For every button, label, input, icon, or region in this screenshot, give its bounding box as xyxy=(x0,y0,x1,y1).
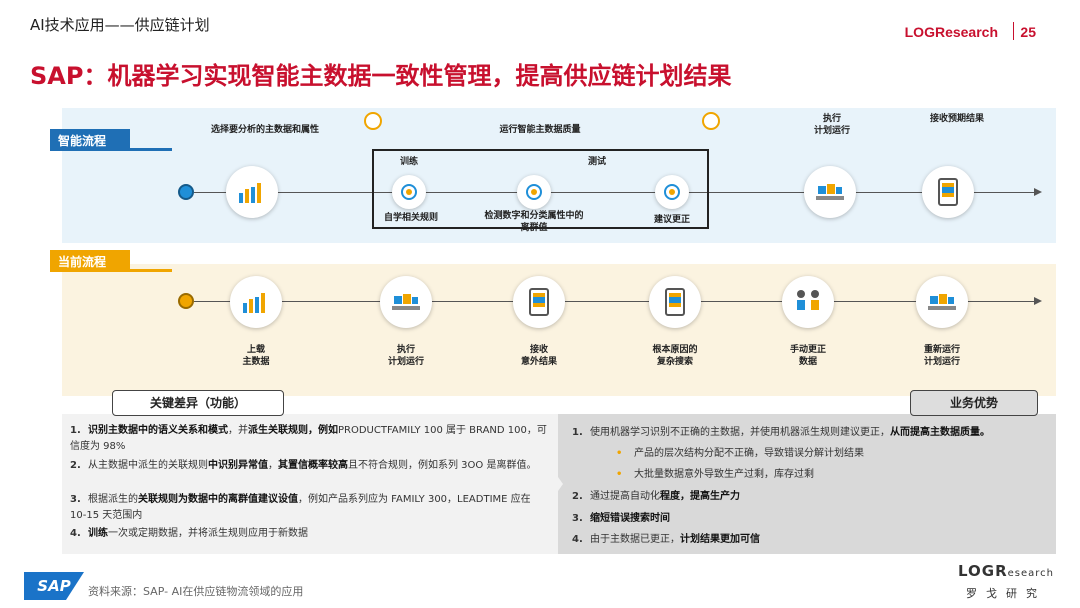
smart-flow-tag-underline xyxy=(50,148,172,151)
current-step-5-label: 手动更正 数据 xyxy=(789,345,826,367)
tablet-icon xyxy=(922,166,974,218)
current-flow-arrow xyxy=(1034,297,1042,305)
difference-item-1: 1.识别主数据中的语义关系和模式，并派生关联规则，例如PRODUCTFAMILY… xyxy=(70,425,547,452)
smart-flow-arrow xyxy=(1034,188,1042,196)
advantage-item-4: 4.由于主数据已更正，计划结果更加可信 xyxy=(572,534,760,545)
difference-item-3: 3.根据派生的关联规则为数据中的离群值建议设值，例如产品系列应为 FAMILY … xyxy=(70,494,531,521)
current-step-1-label: 上载 主数据 xyxy=(242,345,270,367)
gear-icon xyxy=(702,112,720,130)
brand-logo-text: LOGResearch xyxy=(904,24,998,40)
gear-icon xyxy=(364,112,382,130)
smart-flow-band xyxy=(62,108,1056,243)
ai-brain-icon xyxy=(655,175,689,209)
difference-item-2: 2.从主数据中派生的关联规则中识别异常值，其置信概率较高且不符合规则，例如系列 … xyxy=(70,460,537,471)
current-flow-line xyxy=(194,301,1034,302)
smart-start-dot xyxy=(178,184,194,200)
page-title: SAP：机器学习实现智能主数据一致性管理，提高供应链计划结果 xyxy=(30,62,732,90)
differences-panel xyxy=(62,414,558,554)
advantage-subitem-1: •产品的层次结构分配不正确，导致错误分解计划结果 xyxy=(616,448,864,459)
current-step-4-label: 根本原因的 复杂搜索 xyxy=(652,345,698,367)
test-label: 测试 xyxy=(587,157,606,167)
current-step-3-label: 接收 意外结果 xyxy=(520,345,557,367)
smart-step-1-label: 自学相关规则 xyxy=(383,213,438,223)
logresearch-logo: LOGResearch xyxy=(958,562,1055,580)
current-flow-band xyxy=(62,264,1056,396)
conveyor-icon xyxy=(804,166,856,218)
advantages-header: 业务优势 xyxy=(910,390,1038,416)
receive-result-label: 接收预期结果 xyxy=(929,114,984,124)
panel-arrow xyxy=(553,470,563,498)
advantage-subitem-2: •大批量数据意外导致生产过剩，库存过剩 xyxy=(616,469,814,480)
smart-flow-tag: 智能流程 xyxy=(50,129,130,151)
conveyor-icon xyxy=(380,276,432,328)
page-number: 25 xyxy=(1020,24,1036,40)
smart-step-3-label: 建议更正 xyxy=(653,215,690,225)
chart-icon xyxy=(230,276,282,328)
section-category: AI技术应用——供应链计划 xyxy=(30,16,210,34)
chart-icon xyxy=(226,166,278,218)
conveyor-icon xyxy=(916,276,968,328)
tablet-icon xyxy=(649,276,701,328)
execute-plan-label: 执行 计划运行 xyxy=(813,114,850,136)
logresearch-cn-name: 罗戈研究 xyxy=(966,587,1046,600)
advantage-item-1: 1.使用机器学习识别不正确的主数据，并使用机器派生规则建议更正，从而提高主数据质… xyxy=(572,427,990,438)
sap-logo: SAP xyxy=(24,572,84,600)
page-separator xyxy=(1013,22,1014,40)
advantage-item-2: 2.通过提高自动化程度，提高生产力 xyxy=(572,491,740,502)
current-flow-tag-underline xyxy=(50,269,172,272)
smart-step-2-label: 检测数字和分类属性中的 离群值 xyxy=(484,211,584,233)
difference-item-4: 4.训练一次或定期数据，并将派生规则应用于新数据 xyxy=(70,528,308,539)
current-start-dot xyxy=(178,293,194,309)
train-test-frame xyxy=(372,149,709,229)
workers-icon xyxy=(782,276,834,328)
advantage-item-3: 3.缩短错误搜索时间 xyxy=(572,513,670,524)
differences-header: 关键差异（功能） xyxy=(112,390,284,416)
source-note: 资料来源：SAP- AI在供应链物流领域的应用 xyxy=(88,585,304,598)
smart-flow-line xyxy=(194,192,1034,193)
current-step-6-label: 重新运行 计划运行 xyxy=(923,345,960,367)
train-label: 训练 xyxy=(399,157,418,167)
ai-brain-icon xyxy=(392,175,426,209)
select-data-label: 选择要分析的主数据和属性 xyxy=(210,125,319,135)
tablet-icon xyxy=(513,276,565,328)
ai-brain-icon xyxy=(517,175,551,209)
current-flow-tag: 当前流程 xyxy=(50,250,130,272)
run-quality-label: 运行智能主数据质量 xyxy=(499,125,581,135)
current-step-2-label: 执行 计划运行 xyxy=(387,345,424,367)
advantages-panel xyxy=(558,414,1056,554)
